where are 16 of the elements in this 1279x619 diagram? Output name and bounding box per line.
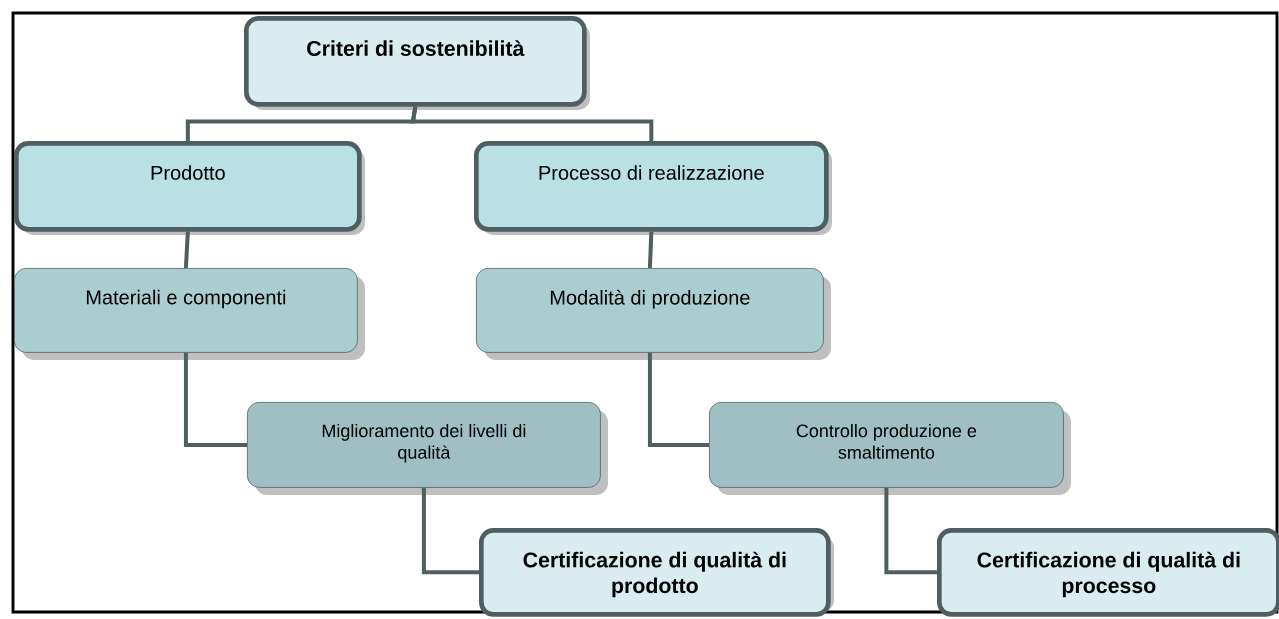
org-box: Certificazione di qualità di processo [937, 528, 1279, 617]
org-box: Certificazione di qualità di prodotto [479, 528, 834, 617]
org-box: Miglioramento dei livelli di qualità [247, 402, 608, 495]
connector-line [647, 352, 709, 447]
connector-line [647, 231, 654, 269]
connector-line [183, 231, 190, 269]
connector-line [884, 487, 937, 575]
org-box: Criteri di sostenibilità [244, 16, 590, 110]
org-box: Processo di realizzazione [474, 141, 832, 235]
org-box: Controllo produzione e smaltimento [709, 402, 1071, 495]
org-box: Materiali e componenti [14, 268, 365, 360]
connector-line [410, 106, 654, 141]
connector-line [183, 352, 247, 447]
org-box: Modalità di produzione [476, 268, 831, 360]
connector-line [421, 487, 479, 575]
org-box: Prodotto [14, 141, 365, 235]
